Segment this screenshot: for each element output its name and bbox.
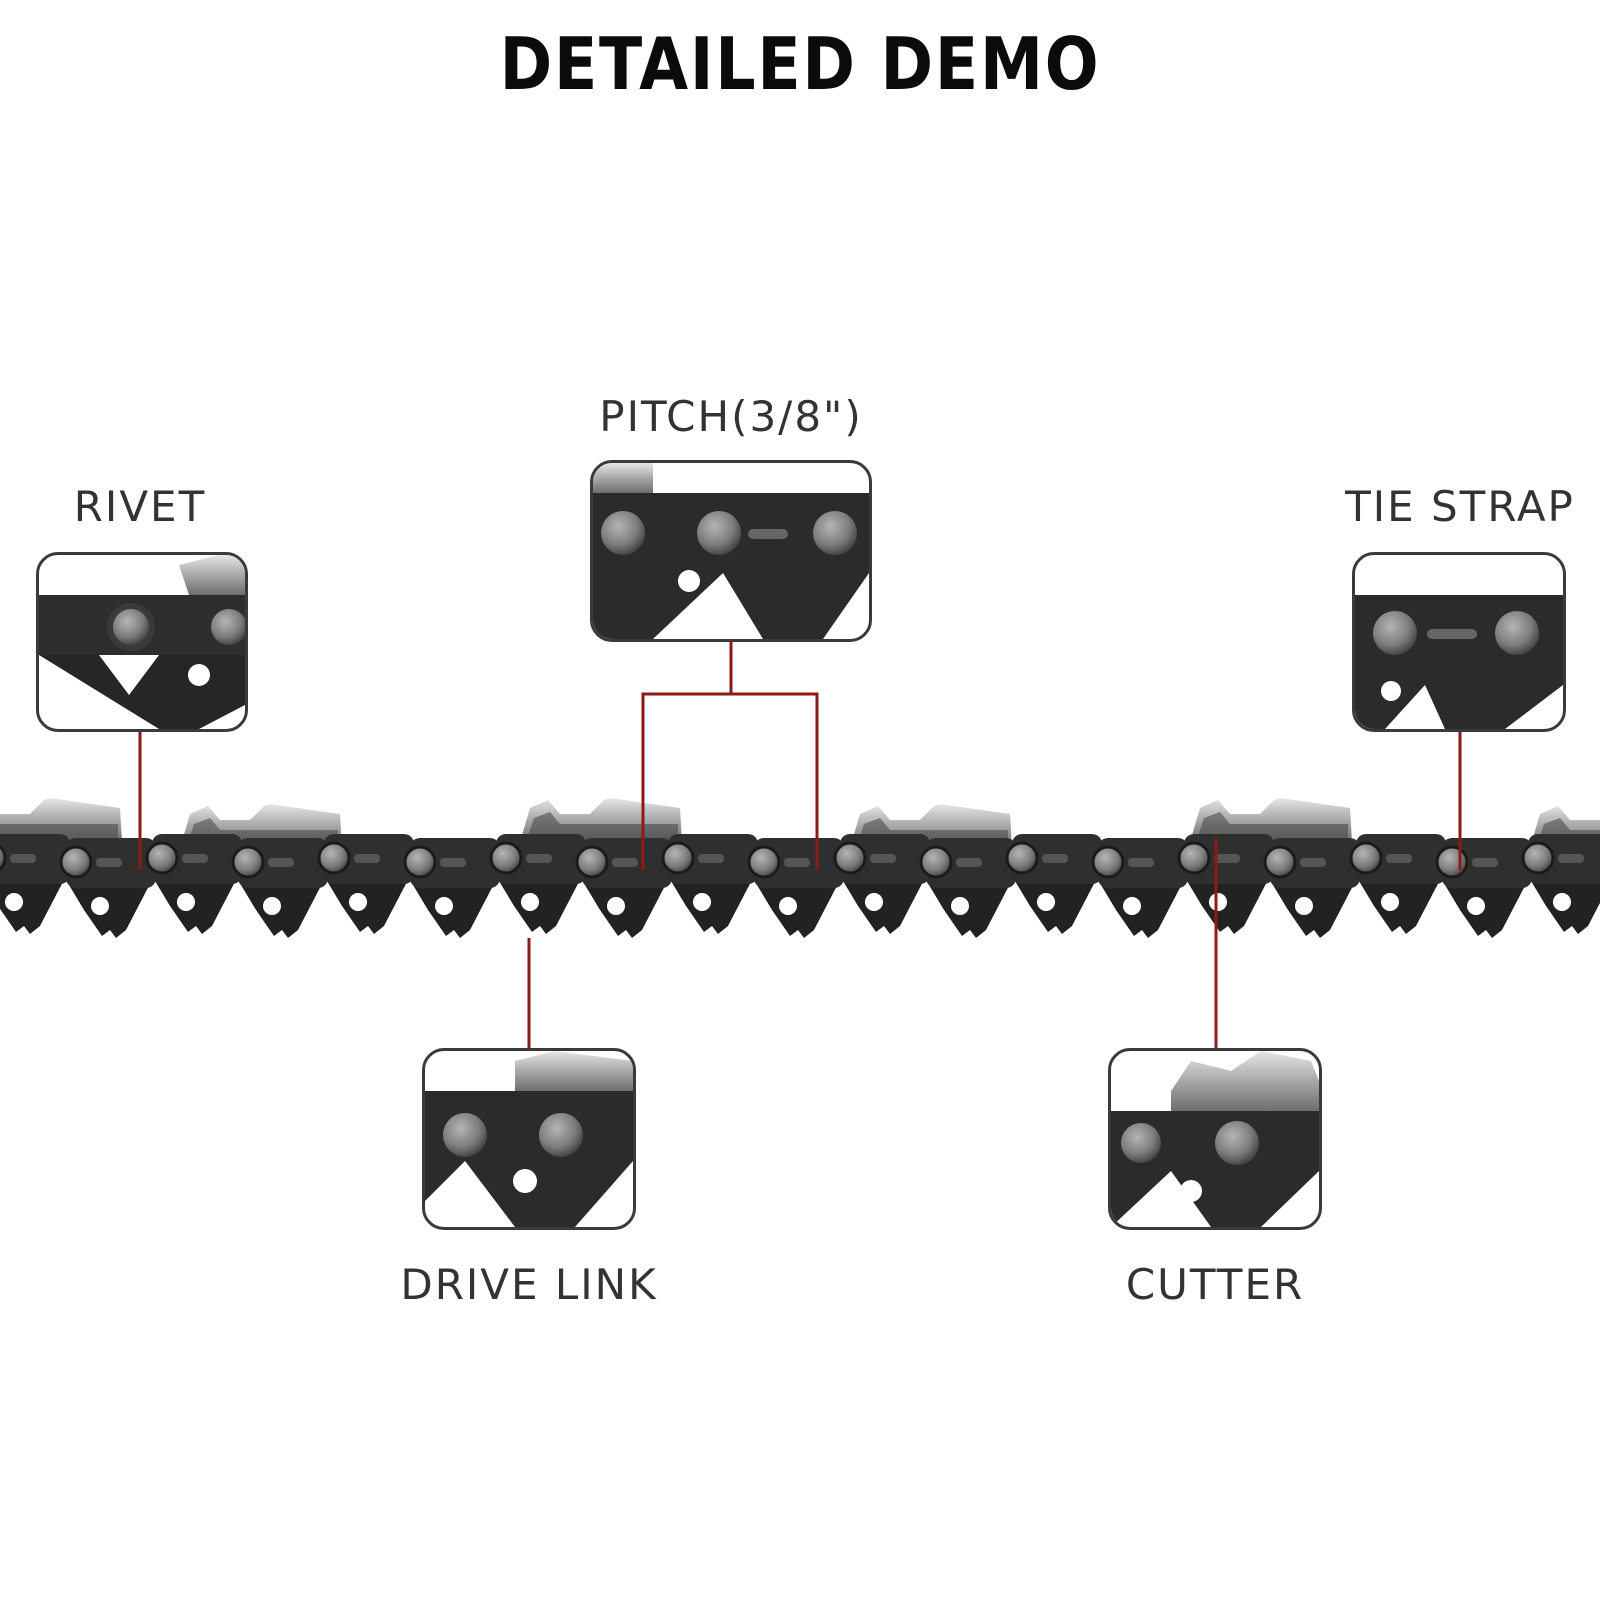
page-title: DETAILED DEMO [499, 22, 1101, 106]
drive-link-zoom-callout [422, 1048, 636, 1230]
rivet [661, 841, 695, 875]
link-connector [784, 858, 810, 867]
tie-strap-zoom-callout [1352, 552, 1566, 732]
link-connector [526, 854, 552, 863]
link-connector [1472, 858, 1498, 867]
link-connector [956, 858, 982, 867]
link-connector [268, 858, 294, 867]
saw-chain [0, 798, 1600, 938]
rivet-label: RIVET [73, 482, 207, 531]
rivet [833, 841, 867, 875]
drive-link-zoom-image [425, 1051, 633, 1227]
link-connector [698, 854, 724, 863]
cutter-label: CUTTER [1125, 1260, 1305, 1309]
rivet [145, 841, 179, 875]
cutter-zoom-callout [1108, 1048, 1322, 1230]
rivet [919, 845, 953, 879]
rivets [0, 841, 1555, 879]
rivet [1435, 845, 1469, 879]
pitch-zoom-image [593, 463, 869, 639]
link-connector [182, 854, 208, 863]
rivet [1263, 845, 1297, 879]
link-connector [1558, 854, 1584, 863]
rivet [59, 845, 93, 879]
rivet [1349, 841, 1383, 875]
link-connector [10, 854, 36, 863]
pitch-zoom-callout [590, 460, 872, 642]
tie-strap-label: TIE STRAP [1345, 482, 1575, 531]
link-connector [440, 858, 466, 867]
pitch-leader-line [641, 642, 733, 870]
rivet [403, 845, 437, 879]
link-connector [354, 854, 380, 863]
rivet [1005, 841, 1039, 875]
leader-lines [138, 642, 1462, 1048]
rivet [231, 845, 265, 879]
pitch-label: PITCH(3/8") [599, 392, 863, 441]
rivet [317, 841, 351, 875]
tie-strap-zoom-image [1355, 595, 1563, 729]
side-plates [0, 834, 1600, 888]
drive-link-label: DRIVE LINK [400, 1260, 658, 1309]
rivet-zoom-image [39, 555, 245, 729]
cutter-zoom-image [1111, 1051, 1319, 1227]
rivet [1521, 841, 1555, 875]
link-connector [96, 858, 122, 867]
link-connector [612, 858, 638, 867]
link-connector [1042, 854, 1068, 863]
rivet [489, 841, 523, 875]
rivet [0, 844, 7, 872]
rivet-zoom-callout [36, 552, 248, 732]
link-connector [870, 854, 896, 863]
pitch-leader-line-right [731, 692, 819, 870]
rivet [747, 845, 781, 879]
rivet [1091, 845, 1125, 879]
link-connector [1386, 854, 1412, 863]
link-connector [1214, 854, 1240, 863]
rivet [1177, 841, 1211, 875]
link-connector [1300, 858, 1326, 867]
rivet [575, 845, 609, 879]
link-connector [1128, 858, 1154, 867]
